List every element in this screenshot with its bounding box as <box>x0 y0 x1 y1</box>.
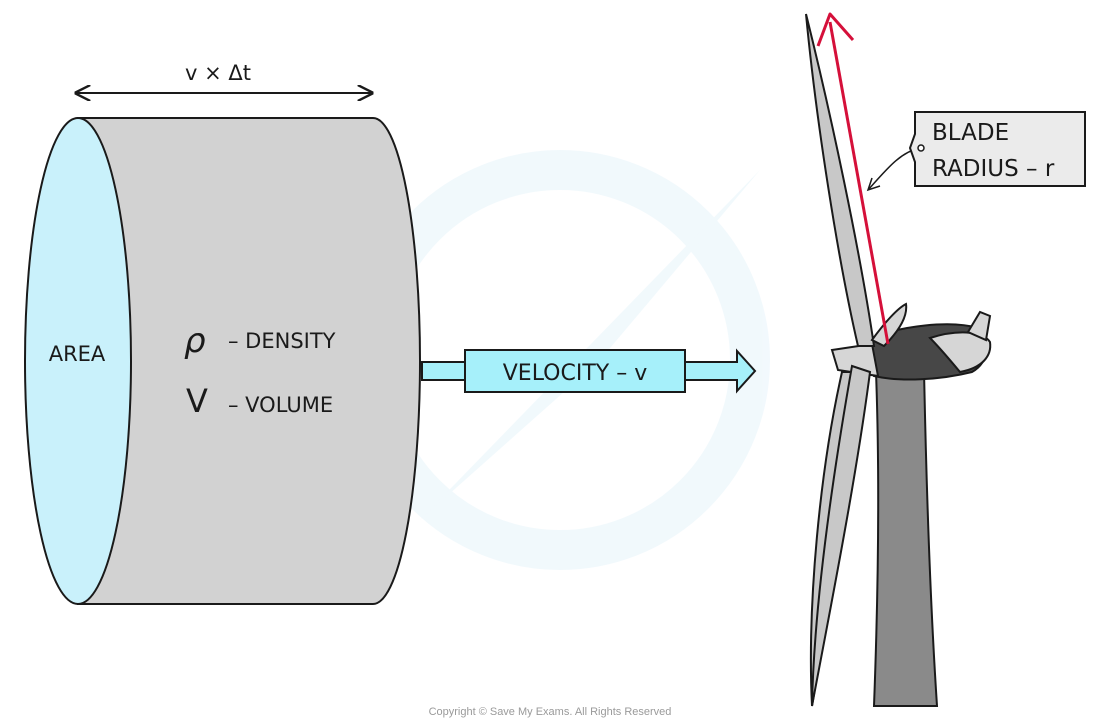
turbine-tower <box>872 364 939 707</box>
copyright-notice: Copyright © Save My Exams. All Rights Re… <box>429 706 672 718</box>
area-label: AREA <box>49 342 106 366</box>
velocity-arrow: VELOCITY – v <box>421 348 757 394</box>
callout-line-1: BLADE <box>932 120 1009 146</box>
turbine-nacelle-fin <box>966 310 992 342</box>
velocity-arrow-head <box>684 348 757 394</box>
velocity-label-box <box>464 349 686 393</box>
cylinder-face <box>24 117 132 605</box>
blade-radius-arrow <box>816 12 890 345</box>
volume-label: – VOLUME <box>228 393 333 417</box>
callout-pin <box>917 144 925 152</box>
turbine-nacelle-cover <box>928 331 992 374</box>
volume-symbol: V <box>186 382 208 420</box>
air-cylinder <box>24 117 421 605</box>
cylinder-body <box>77 117 421 605</box>
velocity-arrow-shaft <box>421 361 466 381</box>
density-symbol: ρ <box>184 321 206 361</box>
length-label: v × Δt <box>185 61 251 85</box>
callout-line-2: RADIUS – r <box>932 156 1055 182</box>
wind-turbine <box>805 13 992 707</box>
density-label: – DENSITY <box>228 329 336 353</box>
blade-radius-callout: BLADE RADIUS – r <box>866 111 1086 192</box>
velocity-label: VELOCITY – v <box>503 361 647 386</box>
turbine-blade-upper <box>805 13 876 347</box>
turbine-blade-lower-front <box>811 364 872 707</box>
callout-tag <box>908 111 1086 187</box>
